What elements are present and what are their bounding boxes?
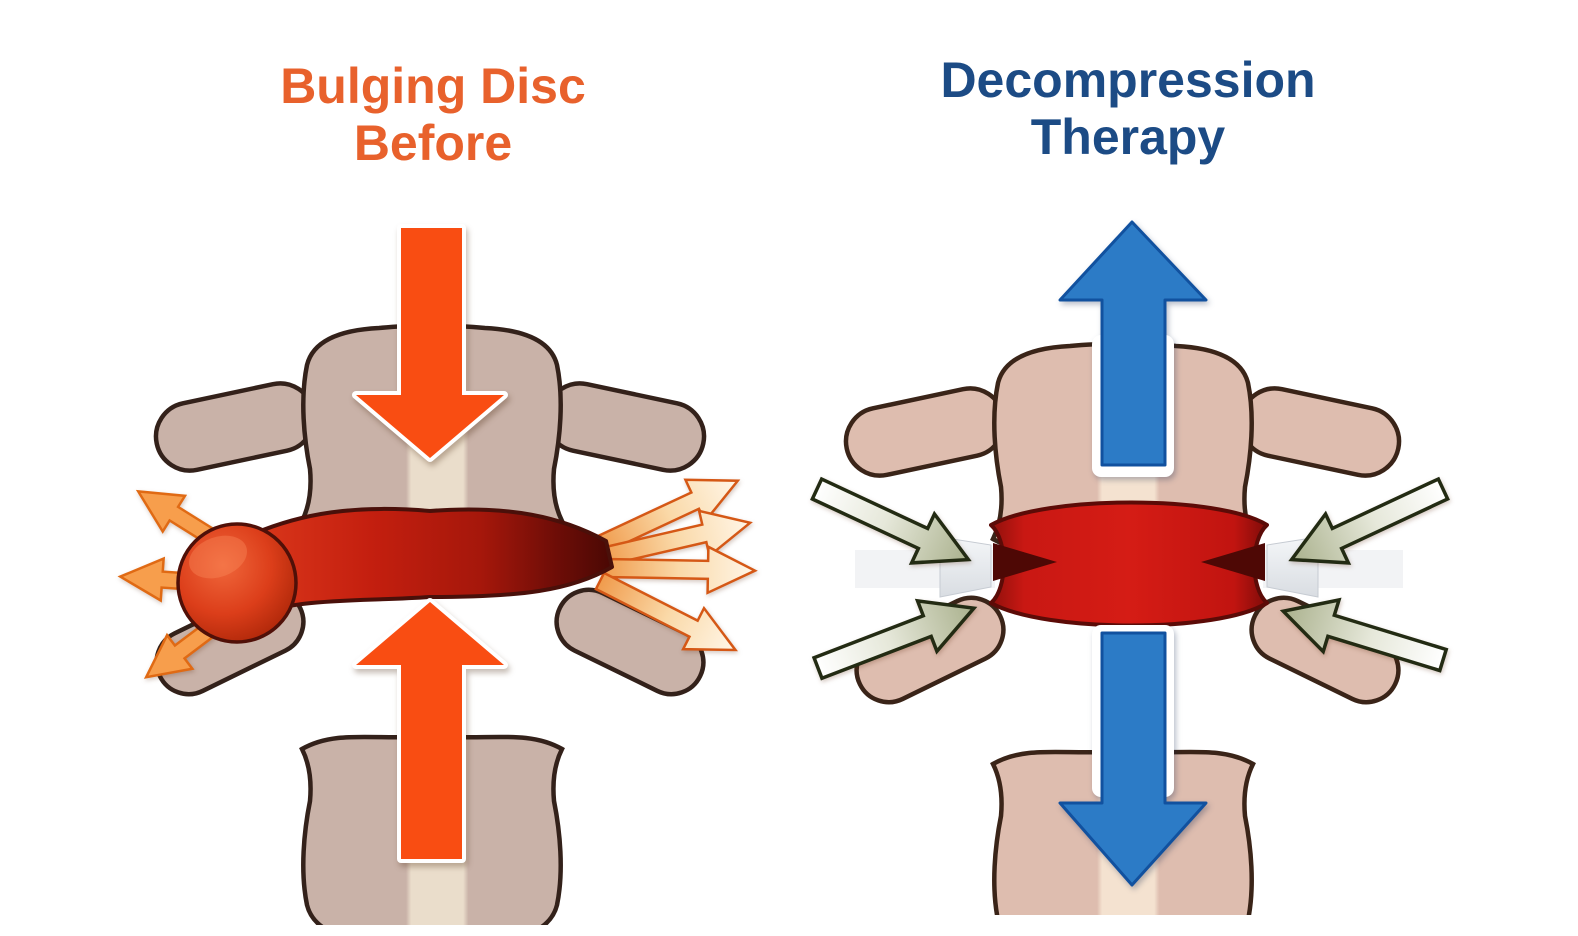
bulging-disc-illustration bbox=[117, 224, 757, 925]
decompression-illustration bbox=[803, 220, 1457, 915]
upper-vertebra-right-process bbox=[543, 381, 707, 473]
traction-arrow-down-icon bbox=[1058, 625, 1208, 887]
compression-arrow-up-icon bbox=[352, 598, 508, 863]
vacuum-wedges bbox=[855, 536, 1403, 598]
left-title: Bulging Disc Before bbox=[168, 58, 698, 172]
right-title: Decompression Therapy bbox=[863, 52, 1393, 166]
upper-vertebra bbox=[153, 326, 707, 534]
upper-vertebra-right-process bbox=[1238, 386, 1402, 478]
decompressed-disc bbox=[989, 500, 1269, 628]
upper-vertebra-left-process bbox=[153, 381, 317, 473]
upper-vertebra-left-process bbox=[843, 386, 1007, 478]
traction-arrow-up-icon bbox=[1058, 220, 1208, 477]
right-title-line1: Decompression bbox=[940, 52, 1316, 108]
left-title-line2: Before bbox=[353, 115, 513, 171]
herniation-bulge bbox=[176, 522, 298, 644]
left-title-line1: Bulging Disc bbox=[280, 58, 586, 114]
right-title-line2: Therapy bbox=[1030, 109, 1226, 165]
compression-arrow-down-icon bbox=[352, 224, 508, 462]
upper-vertebra bbox=[843, 344, 1402, 552]
